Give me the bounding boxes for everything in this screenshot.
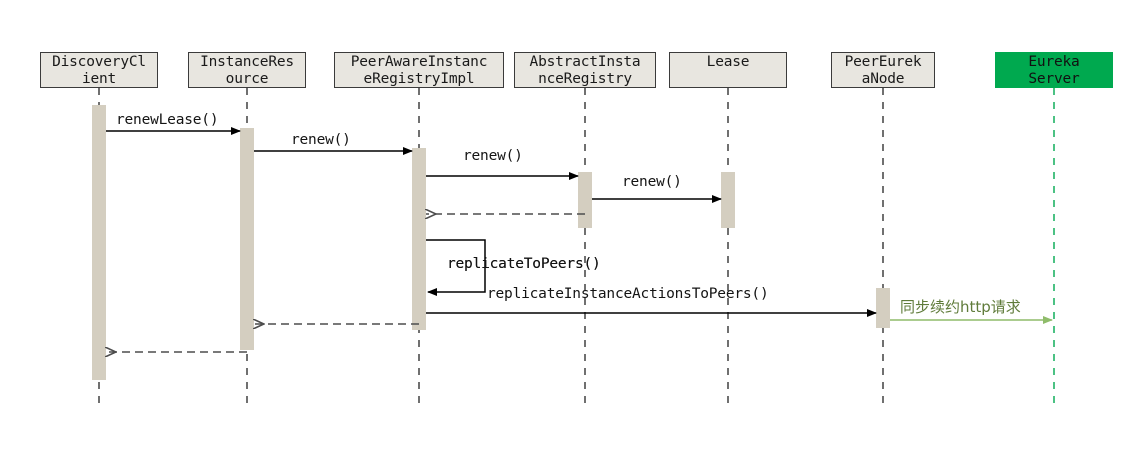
msg-renew-1-label: renew() bbox=[291, 132, 351, 148]
msg-replicate-to-peers-label: replicateToPeers() bbox=[447, 256, 601, 272]
messages-layer bbox=[106, 127, 1053, 352]
act-peer-aware-registry bbox=[412, 148, 426, 330]
participant-lease[interactable]: Lease bbox=[669, 52, 787, 88]
participant-peer-eureka-node[interactable]: PeerEurek aNode bbox=[831, 52, 935, 88]
msg-replicate-to-peers-label: replicateToPeers() bbox=[447, 256, 601, 272]
participant-instance-resource[interactable]: InstanceRes ource bbox=[188, 52, 306, 88]
participant-abstract-registry[interactable]: AbstractInsta nceRegistry bbox=[514, 52, 656, 88]
participant-peer-aware-registry[interactable]: PeerAwareInstanc eRegistryImpl bbox=[334, 52, 504, 88]
msg-renew-2-label: renew() bbox=[463, 148, 523, 164]
msg-replicate-actions-label: replicateInstanceActionsToPeers() bbox=[487, 286, 769, 302]
participant-eureka-server[interactable]: Eureka Server bbox=[995, 52, 1113, 88]
msg-renew-3-label: renew() bbox=[622, 174, 682, 190]
self-replicate-to-peers bbox=[426, 239, 486, 296]
act-instance-resource bbox=[240, 128, 254, 350]
act-discovery-client bbox=[92, 105, 106, 380]
act-abstract-registry bbox=[578, 172, 592, 228]
act-lease bbox=[721, 172, 735, 228]
msg-renew-lease-label: renewLease() bbox=[116, 112, 219, 128]
act-peer-eureka-node bbox=[876, 288, 890, 328]
participant-discovery-client[interactable]: DiscoveryCl ient bbox=[40, 52, 158, 88]
msg-sync-http-label: 同步续约http请求 bbox=[900, 298, 1021, 316]
activations-layer bbox=[92, 105, 890, 380]
